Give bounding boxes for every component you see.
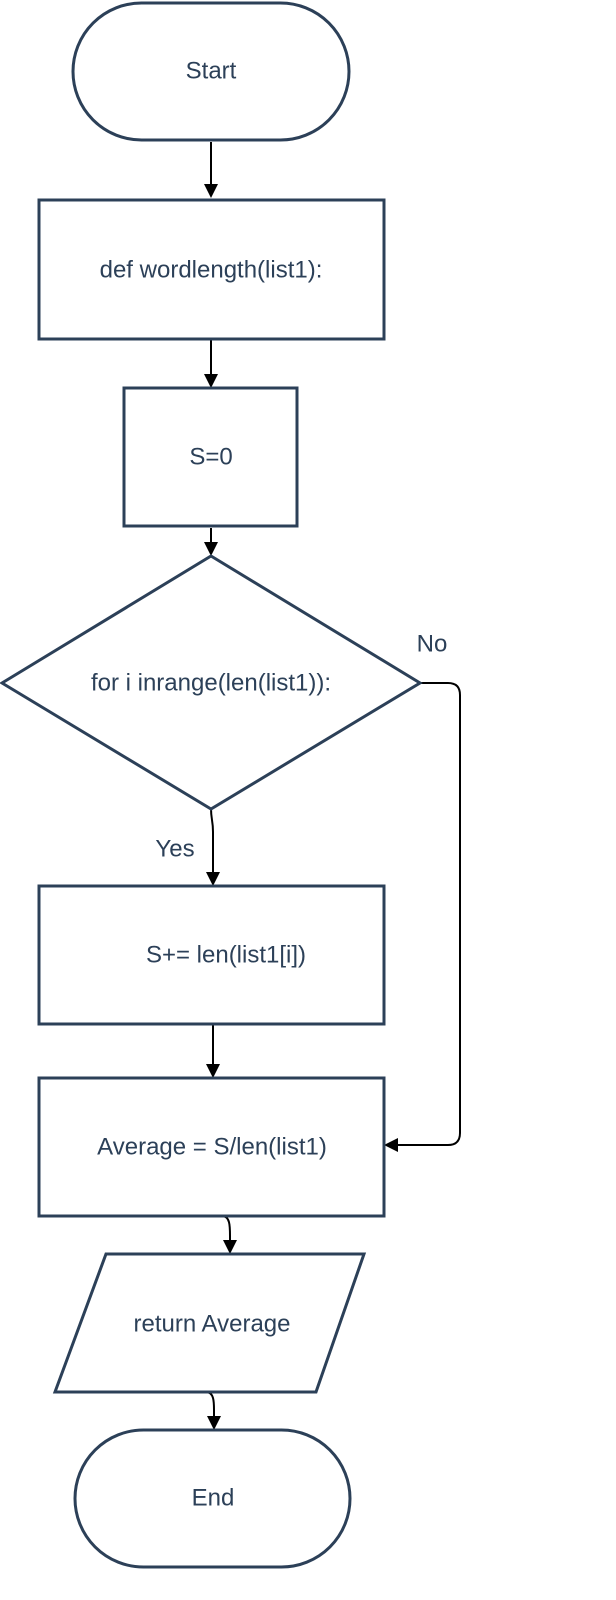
accumulate-process-box	[37, 884, 386, 1026]
edge-label-yes: Yes	[155, 836, 194, 863]
connector-loop-yes	[206, 807, 220, 886]
loop-decision-diamond	[0, 554, 423, 811]
average-label: Average = S/len(list1)	[97, 1134, 327, 1161]
init-process-box	[122, 386, 299, 528]
connector-loop-no	[384, 682, 461, 1152]
accumulate-label: S+= len(list1[i])	[146, 942, 306, 969]
end-terminator-shape	[73, 1428, 352, 1569]
average-process-box	[37, 1076, 386, 1218]
def-process-box	[37, 198, 386, 341]
def-label: def wordlength(list1):	[100, 257, 323, 284]
edge-label-no: No	[417, 631, 448, 658]
end-label: End	[192, 1485, 235, 1512]
loop-label: for i inrange(len(list1)):	[91, 670, 331, 697]
connector-return-to-end	[205, 1391, 221, 1430]
connector-average-to-return	[221, 1215, 237, 1254]
return-label: return Average	[134, 1311, 291, 1338]
start-label: Start	[186, 58, 237, 85]
return-io-parallelogram	[52, 1252, 367, 1394]
start-terminator-shape	[71, 1, 351, 142]
init-label: S=0	[189, 444, 232, 471]
